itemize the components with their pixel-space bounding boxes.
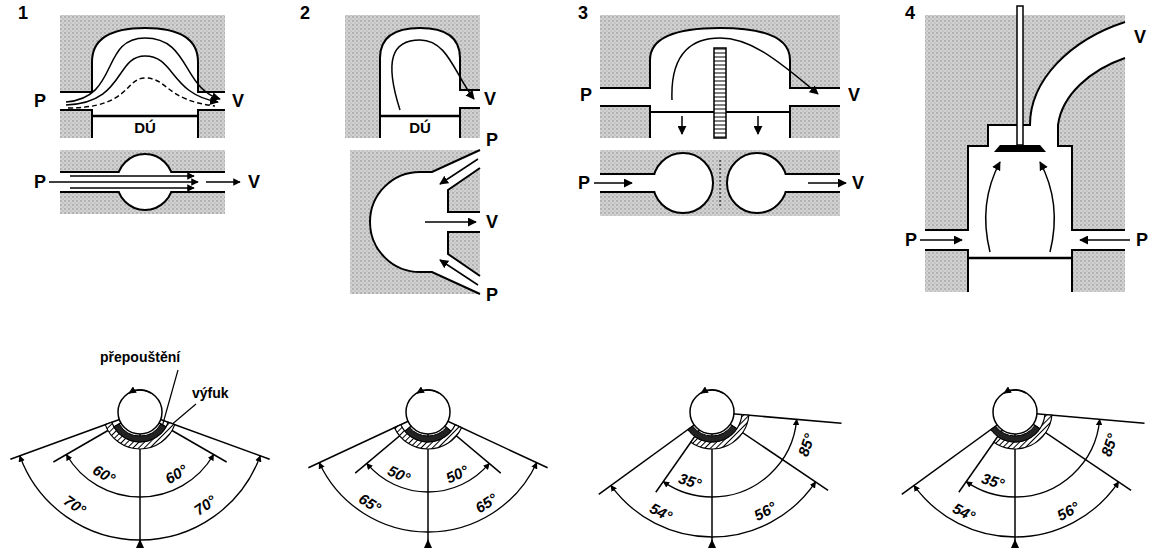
port-label: V — [486, 213, 498, 231]
dead-center-label: DÚ — [134, 120, 156, 135]
cross-scavenging-cylinder — [60, 15, 225, 138]
port-label: V — [848, 86, 860, 104]
port-label: P — [905, 231, 917, 249]
port-label: V — [484, 90, 496, 108]
port-label: V — [852, 174, 864, 192]
panel-number: 2 — [300, 4, 310, 22]
port-label: P — [580, 86, 592, 104]
port-label: P — [486, 286, 498, 304]
angle-label: 54° — [648, 500, 675, 524]
port-label: V — [232, 92, 244, 110]
port-label: P — [486, 131, 498, 149]
angle-label: 60° — [162, 462, 189, 486]
bdc-mark — [1011, 539, 1019, 548]
angle-label: 70° — [192, 493, 219, 518]
angle-arc — [1015, 482, 1119, 537]
leader-lines — [162, 370, 196, 427]
bdc-mark — [708, 539, 716, 548]
crank-circle — [118, 390, 162, 434]
angle-arc — [1015, 419, 1100, 497]
loop-scavenging-cylinder — [345, 15, 480, 138]
timing-diagram — [308, 390, 547, 548]
panel-number: 4 — [905, 4, 915, 22]
angle-label: 56° — [1054, 499, 1081, 523]
dead-center-label: DÚ — [409, 120, 431, 135]
angle-label: 85° — [1098, 432, 1120, 458]
angle-arc — [611, 485, 712, 537]
angle-arc — [428, 463, 537, 532]
port-label: P — [1136, 231, 1148, 249]
rotation-arrow — [417, 390, 439, 393]
crank-circle — [690, 390, 734, 434]
timing-diagrams — [10, 390, 1144, 548]
angle-arc — [140, 456, 260, 540]
angle-arc — [712, 482, 816, 537]
rotation-arrow — [701, 390, 723, 393]
angle-label: 85° — [795, 432, 817, 458]
loop-scavenging-plan — [350, 150, 480, 294]
rotation-arrow — [129, 390, 151, 393]
port-label: P — [34, 173, 46, 191]
angle-label: 54° — [951, 500, 978, 524]
panel-number: 1 — [18, 4, 28, 22]
angle-arc — [914, 485, 1015, 537]
uniflow-twin-plan — [594, 150, 846, 216]
angle-label: 60° — [90, 462, 117, 486]
port-label: P — [578, 174, 590, 192]
rotation-arrow — [1004, 390, 1026, 393]
crank-circle — [993, 390, 1037, 434]
uniflow-twin-cylinder — [600, 15, 840, 138]
angle-label: 56° — [751, 499, 778, 523]
panel-number: 3 — [578, 4, 588, 22]
angle-arc — [20, 456, 140, 540]
bdc-mark — [424, 539, 432, 548]
timing-label: přepouštění — [100, 350, 180, 364]
crank-circle — [406, 390, 450, 434]
timing-diagram — [902, 390, 1145, 548]
valve-uniflow-cylinder — [920, 6, 1130, 292]
angle-arc — [712, 419, 797, 497]
angle-label: 70° — [61, 493, 88, 518]
timing-diagram — [10, 390, 269, 548]
angle-label: 35° — [677, 470, 703, 491]
port-label: V — [248, 173, 260, 191]
timing-label: výfuk — [192, 386, 229, 400]
port-label: V — [1134, 28, 1146, 46]
angle-arc — [140, 455, 214, 498]
port-label: P — [34, 92, 46, 110]
timing-diagram — [599, 390, 842, 548]
angle-label: 35° — [980, 470, 1006, 491]
angle-arc — [66, 455, 140, 498]
angle-arc — [319, 463, 428, 532]
cross-scavenging-plan — [49, 150, 240, 214]
